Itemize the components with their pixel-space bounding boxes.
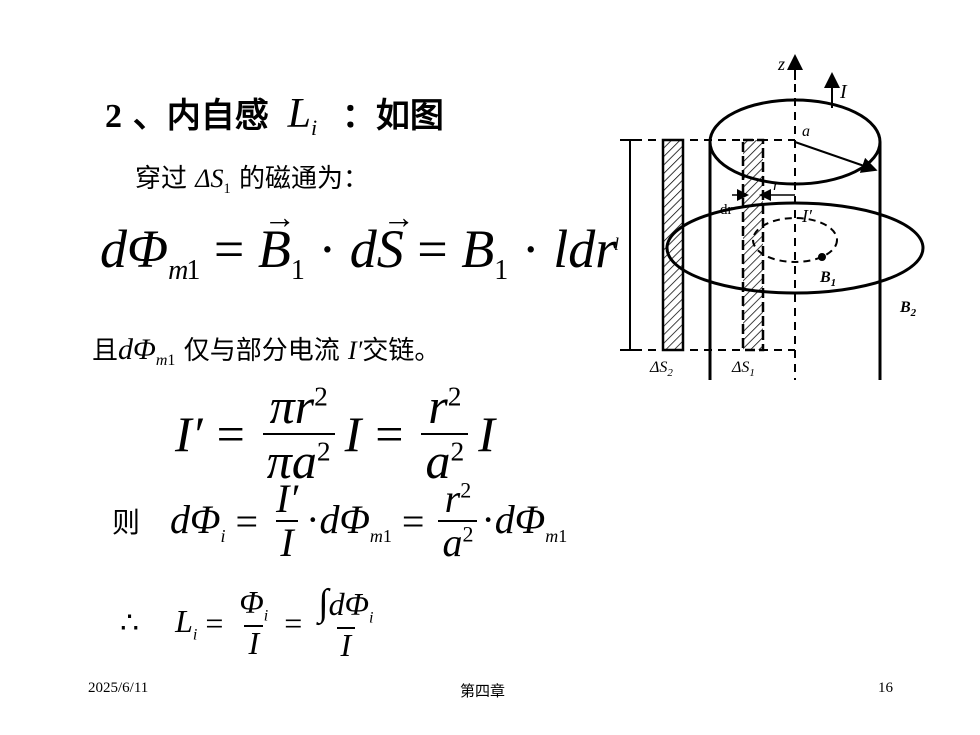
s1-label: ΔS1: [731, 359, 755, 379]
then-label: 则: [112, 506, 141, 539]
footer-chapter: 第四章: [460, 684, 506, 700]
line1-delta: ΔS: [195, 164, 224, 193]
line1-suffix: 的磁通为：: [238, 164, 369, 194]
therefore-symbol: ∴: [120, 606, 140, 640]
dr-label: dr: [720, 202, 733, 218]
slide-heading: 2 、内自感 Li ：如图: [105, 88, 444, 141]
footer-page-number: 16: [878, 680, 893, 696]
line2-suffix: 仅与部分电流: [183, 336, 340, 366]
radius-label: a: [802, 123, 810, 140]
inner-current-label: I′: [801, 206, 813, 226]
line2-prefix: 且: [92, 336, 119, 366]
length-label: l: [614, 234, 619, 254]
line1-prefix: 穿过: [135, 164, 188, 194]
current-label: I: [839, 81, 848, 103]
heading-symbol-sub: i: [310, 114, 318, 140]
heading-number: 2: [105, 98, 122, 135]
r-label: r: [773, 177, 780, 194]
equation-flux: dΦm1 = B1 · dS = B1 · ldr: [100, 200, 616, 287]
line1-sub: 1: [223, 181, 231, 198]
footer-date: 2025/6/11: [88, 680, 149, 696]
linkage-line: 且dΦm1 仅与部分电流 I′交链。: [92, 333, 441, 370]
heading-symbol: L: [287, 91, 311, 137]
b2-label: B2: [899, 299, 917, 319]
coaxial-conductor-figure: z I a dr r I′ l B1 B2 ΔS2 ΔS1: [614, 54, 925, 380]
s2-label: ΔS2: [649, 359, 673, 379]
heading-title: 、内自感: [132, 96, 269, 136]
line2-current: I′: [347, 336, 363, 365]
line2-end: 交链。: [362, 336, 441, 366]
flux-intro-line: 穿过 ΔS1 的磁通为：: [135, 158, 369, 198]
axis-label: z: [777, 54, 785, 74]
b1-label: B1: [819, 269, 836, 289]
heading-tail: ：如图: [341, 96, 444, 136]
